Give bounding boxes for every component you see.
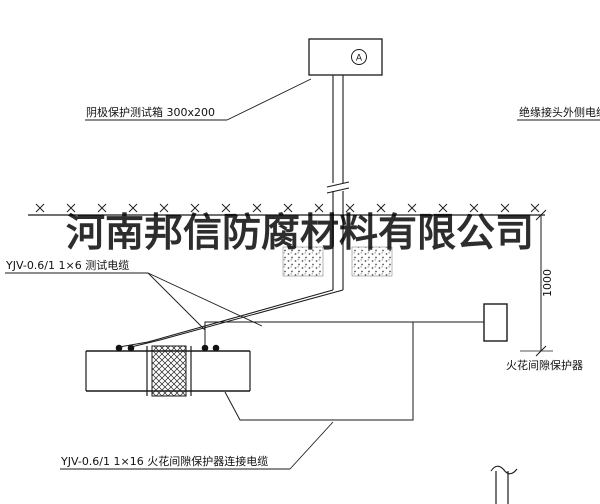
label-spark-gap: 火花间隙保护器	[506, 358, 583, 372]
svg-text:YJV-0.6/1 1×6 测试电缆: YJV-0.6/1 1×6 测试电缆	[5, 259, 129, 272]
test-cables	[118, 289, 344, 348]
conduit-break-mark	[326, 181, 350, 194]
test-box: A	[308, 38, 383, 76]
ammeter-letter: A	[356, 54, 363, 64]
label-outer-cable: 绝缘接头外侧电缆	[517, 105, 600, 121]
svg-text:YJV-0.6/1 1×16 火花间隙保护器连接电缆: YJV-0.6/1 1×16 火花间隙保护器连接电缆	[60, 454, 268, 468]
label-connection-cable: YJV-0.6/1 1×16 火花间隙保护器连接电缆	[60, 421, 334, 470]
svg-text:绝缘接头外侧电缆: 绝缘接头外侧电缆	[519, 105, 600, 119]
spark-gap-protector	[483, 303, 508, 342]
ammeter-icon	[351, 49, 367, 65]
watermark: 河南邦信防腐材料有限公司	[66, 210, 534, 256]
label-test-cable: YJV-0.6/1 1×6 测试电缆	[5, 259, 263, 331]
insulating-joint	[146, 345, 192, 397]
dimension-1000: 1000	[520, 209, 554, 357]
spark-gap-cables	[204, 321, 484, 421]
conduit-riser	[326, 75, 350, 290]
label-test-box: 阴极保护测试箱 300x200	[85, 78, 312, 121]
dimension-text: 1000	[541, 269, 554, 297]
concrete-block-left	[282, 246, 324, 277]
svg-text:阴极保护测试箱 300x200: 阴极保护测试箱 300x200	[86, 105, 215, 119]
concrete-block-right	[351, 246, 393, 277]
watermark-text: 河南邦信防腐材料有限公司	[66, 210, 534, 256]
svg-text:火花间隙保护器: 火花间隙保护器	[506, 358, 583, 372]
riser-pipe-symbol	[490, 465, 518, 504]
